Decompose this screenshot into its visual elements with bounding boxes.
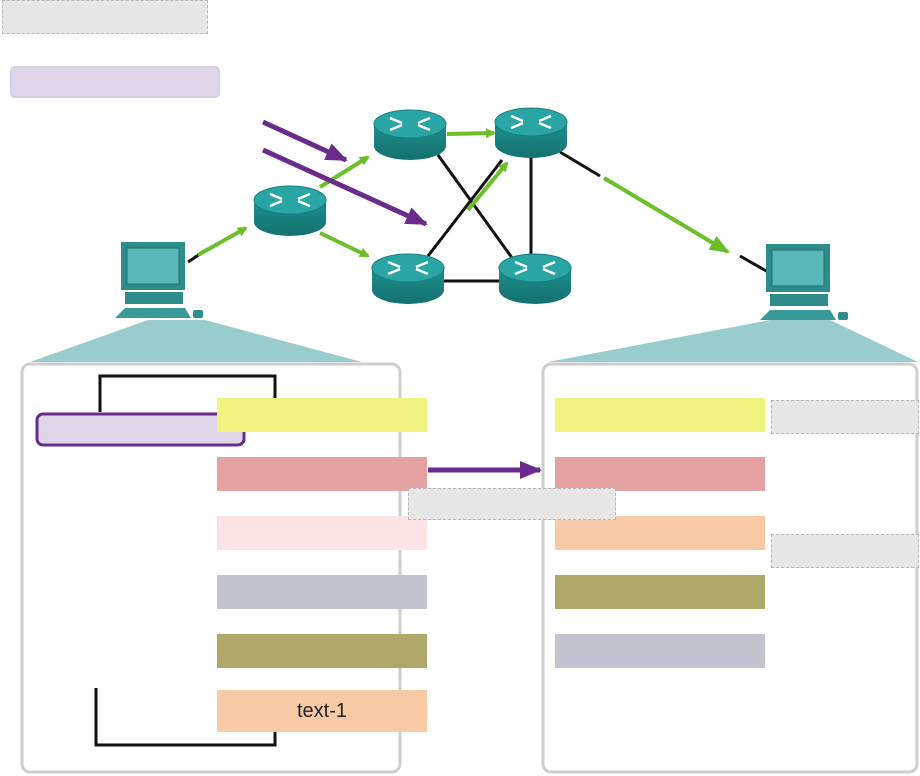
router-icon [498,253,572,304]
middle-grey-placeholder [408,488,616,520]
right-layer-1 [555,398,765,432]
left-layer-2 [217,457,427,491]
legend-purple-box [10,66,220,98]
right-layer-3 [555,516,765,550]
right-grey-placeholder-top [771,400,919,434]
right-pc-callout [548,320,918,362]
left-pc-callout [30,320,362,362]
right-layer-2 [555,457,765,491]
left-layer-4 [217,575,427,609]
right-layer-4 [555,575,765,609]
left-layer-1 [217,398,427,432]
link-r1-r4 [436,154,517,263]
left-layer-3 [217,516,427,550]
desktop-computer-icon [760,244,848,320]
upper-bracket [98,374,277,412]
link-r2-r3 [426,159,504,257]
flow-r4-to-r2 [466,161,509,212]
flow-r2-to-right-pc [602,176,730,254]
left-layer-6: text-1 [217,690,427,732]
left-layer-5 [217,634,427,668]
purple-arrow-2 [261,147,428,227]
legend-placeholder-top [2,0,208,34]
routers-group [253,107,572,304]
left-purple-highlight [35,412,246,447]
flow-r1-to-r2 [446,128,496,139]
router-icon [373,109,447,160]
router-icon [494,107,568,158]
desktop-computer-icon [115,242,203,318]
router-icon [371,253,445,304]
router-icon [253,185,327,236]
link-right-pc-end [739,254,769,274]
flow-r0-to-r3 [319,231,370,258]
purple-indicator-arrows [261,119,542,479]
link-left-pc-r0 [187,252,201,264]
computers-group [115,242,848,320]
link-r2-right-pc [559,150,601,178]
right-layer-5 [555,634,765,668]
lower-bracket [94,688,277,747]
flow-pc-to-r0 [197,226,248,257]
purple-arrow-1 [261,119,348,163]
network-links [187,150,769,283]
right-grey-placeholder-bottom [771,534,919,568]
